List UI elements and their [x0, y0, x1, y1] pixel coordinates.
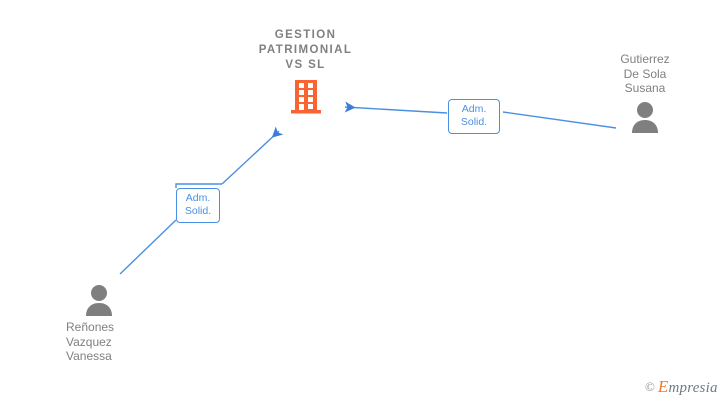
person-icon[interactable] [62, 284, 182, 316]
relation-label-adm-solid-left[interactable]: Adm. Solid. [176, 188, 220, 223]
company-node[interactable]: GESTION PATRIMONIAL VS SL [218, 28, 393, 115]
brand-initial: E [657, 377, 669, 396]
person-icon[interactable] [585, 101, 705, 133]
relation-label-adm-solid-right[interactable]: Adm. Solid. [448, 99, 500, 134]
person-name: Reñones Vazquez Vanessa [66, 320, 115, 363]
brand-rest: mpresia [668, 380, 718, 396]
brand-name: Empresia [658, 377, 718, 397]
empresia-watermark: © Empresia [645, 377, 718, 397]
building-icon[interactable] [218, 79, 393, 115]
person-name: Gutierrez De Sola Susana [620, 52, 670, 95]
person-node-gutierrez-de-sola-susana[interactable]: Gutierrez De Sola Susana [585, 52, 705, 133]
company-title: GESTION PATRIMONIAL VS SL [258, 29, 353, 71]
person-node-renones-vazquez-vanessa[interactable]: Reñones Vazquez Vanessa [62, 284, 182, 364]
copyright-icon: © [645, 379, 655, 394]
